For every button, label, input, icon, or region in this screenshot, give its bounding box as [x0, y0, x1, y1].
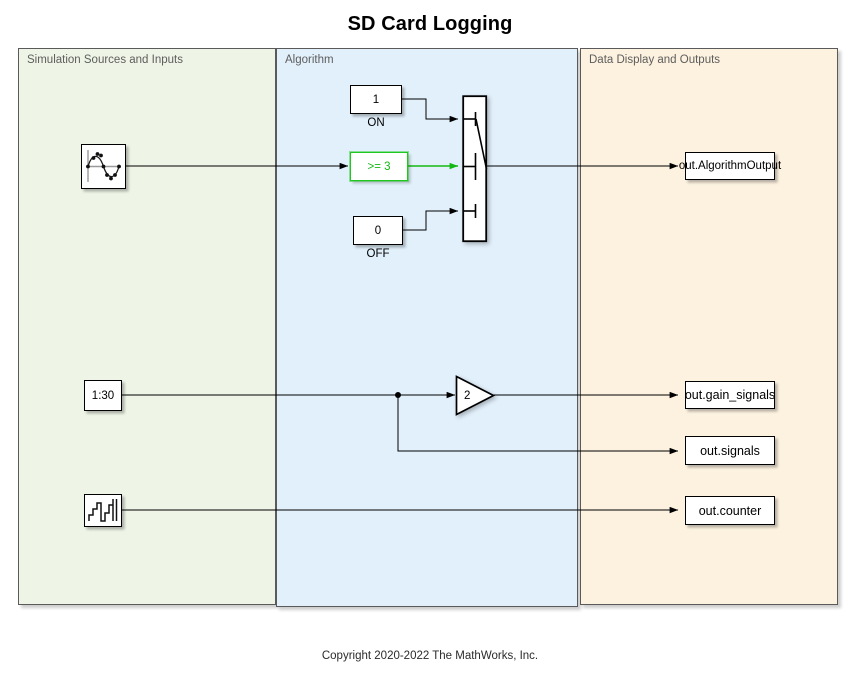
block-switch[interactable] [462, 95, 488, 243]
gain-value: 2 [464, 390, 471, 402]
staircase-counter-icon [88, 499, 118, 522]
block-outport-counter[interactable]: out.counter [685, 496, 775, 525]
constant-off-value: 0 [374, 224, 382, 237]
compare-to-constant-value: >= 3 [367, 160, 391, 173]
page-title: SD Card Logging [347, 13, 513, 35]
constant-on-caption: ON [367, 117, 385, 129]
outport-counter-label: out.counter [698, 503, 762, 518]
block-outport-gain-signals[interactable]: out.gain_signals [685, 381, 775, 409]
area-label-outputs: Data Display and Outputs [589, 54, 721, 66]
area-label-algorithm: Algorithm [285, 54, 334, 66]
block-compare-to-constant[interactable]: >= 3 [350, 152, 408, 181]
area-label-sources: Simulation Sources and Inputs [27, 54, 183, 66]
block-gain[interactable]: 2 [455, 375, 497, 417]
outport-gain-signals-label: out.gain_signals [684, 388, 776, 402]
sine-data-points-icon [86, 150, 121, 182]
constant-on-value: 1 [372, 93, 380, 106]
block-signal-source[interactable] [81, 144, 126, 189]
outport-algorithm-output-label: out.AlgorithmOutput [678, 160, 782, 172]
switch-icon [462, 95, 488, 243]
constant-off-caption: OFF [366, 248, 390, 260]
block-constant-off[interactable]: 0 [353, 216, 403, 245]
area-algorithm[interactable]: Algorithm [276, 48, 578, 607]
block-constant-range[interactable]: 1:30 [84, 380, 122, 411]
block-outport-algorithm-output[interactable]: out.AlgorithmOutput [679, 152, 781, 180]
block-outport-signals[interactable]: out.signals [685, 436, 775, 465]
gain-triangle-icon [455, 375, 496, 416]
block-constant-on[interactable]: 1 [350, 85, 402, 114]
copyright-notice: Copyright 2020-2022 The MathWorks, Inc. [321, 650, 539, 662]
block-counter-source[interactable] [84, 494, 122, 527]
outport-signals-label: out.signals [700, 443, 760, 458]
area-simulation-sources[interactable]: Simulation Sources and Inputs [18, 48, 276, 605]
constant-range-value: 1:30 [91, 389, 115, 402]
